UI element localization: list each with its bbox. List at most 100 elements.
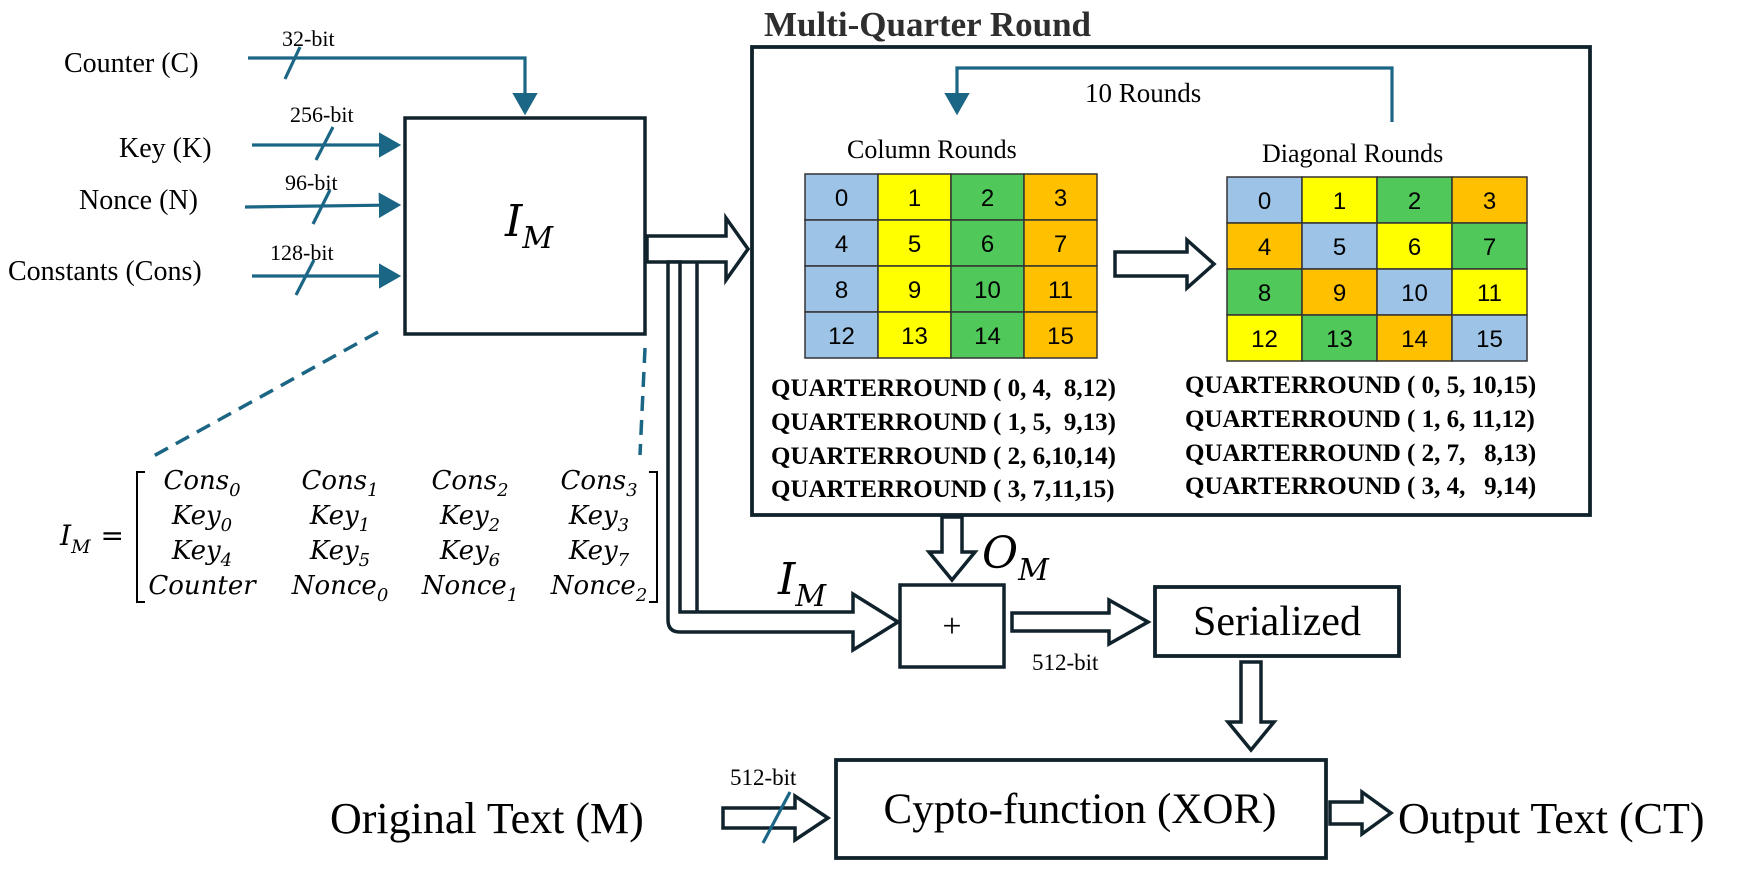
init-block-symbol: IM (504, 196, 554, 256)
diagonal-qr-1: QUARTERROUND ( 0, 5, 10,15) (1185, 372, 1536, 399)
adder-to-serialized-arrow (1010, 597, 1152, 647)
column-qr-4: QUARTERROUND ( 3, 7,11,15) (771, 476, 1115, 503)
matrix-entry-2-0: Key4 (171, 536, 232, 571)
matrix-entry-0-0: Cons0 (163, 466, 240, 501)
constants-bits: 128-bit (270, 240, 334, 265)
column-cell-label-11: 11 (1048, 277, 1073, 304)
column-quarterrounds: QUARTERROUND ( 0, 4, 8,12) QUARTERROUND … (771, 375, 1116, 503)
diagonal-cell-3 (1451, 176, 1528, 224)
diagonal-cell-0 (1226, 176, 1303, 224)
key-label: Key (K) (119, 133, 212, 164)
original-text-bits: 512-bit (730, 765, 797, 790)
diagonal-cell-label-15: 15 (1476, 326, 1503, 353)
diagonal-cell-label-7: 7 (1483, 234, 1496, 261)
matrix-left-bracket (136, 471, 145, 603)
column-cell-8 (804, 265, 879, 313)
key-bits: 256-bit (290, 102, 354, 127)
diagonal-qr-4: QUARTERROUND ( 3, 4, 9,14) (1185, 473, 1536, 500)
column-cell-label-1: 1 (908, 185, 921, 212)
column-cell-0 (804, 173, 879, 221)
matrix-entry-0-1: Cons1 (301, 466, 378, 501)
matrix-entry-3-0: Counter (148, 571, 257, 601)
diagonal-cell-label-14: 14 (1401, 326, 1428, 353)
column-cell-label-6: 6 (981, 231, 994, 258)
column-cell-label-2: 2 (981, 185, 994, 212)
column-cell-11 (1023, 265, 1098, 313)
diagonal-cell-15 (1451, 314, 1528, 362)
diagonal-cell-10 (1376, 268, 1453, 316)
diagonal-cell-label-12: 12 (1251, 326, 1278, 353)
diagonal-cell-label-9: 9 (1333, 280, 1346, 307)
nonce-bus-slash (311, 189, 332, 225)
constants-label: Constants (Cons) (8, 256, 202, 287)
column-cell-label-9: 9 (908, 277, 921, 304)
init-to-mqr-arrow (645, 212, 751, 286)
column-qr-3: QUARTERROUND ( 2, 6,10,14) (771, 443, 1116, 470)
diagonal-cell-label-10: 10 (1401, 280, 1428, 307)
rounds-loop-arrow (944, 66, 1394, 122)
column-cell-label-13: 13 (901, 323, 928, 350)
mqr-box (750, 45, 1592, 517)
output-matrix-label: OM (982, 528, 1050, 588)
diagonal-quarterrounds: QUARTERROUND ( 0, 5, 10,15) QUARTERROUND… (1185, 372, 1536, 500)
matrix-entry-2-1: Key5 (309, 536, 370, 571)
column-cell-label-3: 3 (1054, 185, 1067, 212)
column-cell-6 (950, 219, 1025, 267)
column-cell-label-0: 0 (835, 185, 848, 212)
input-constants: Constants (Cons) 128-bit (8, 240, 402, 296)
column-cell-4 (804, 219, 879, 267)
matrix-entry-1-3: Key3 (568, 501, 629, 536)
diagonal-cell-7 (1451, 222, 1528, 270)
original-text-label: Original Text (M) (330, 794, 644, 843)
diagonal-cell-label-0: 0 (1258, 188, 1271, 215)
matrix-entry-1-1: Key1 (309, 501, 370, 536)
column-cell-12 (804, 311, 879, 359)
crypto-function-label: Cypto-function (XOR) (884, 786, 1277, 833)
column-cell-7 (1023, 219, 1098, 267)
diagonal-cell-label-4: 4 (1258, 234, 1271, 261)
diagonal-cell-label-11: 11 (1477, 280, 1502, 307)
diagonal-cell-label-3: 3 (1483, 188, 1496, 215)
diagonal-cell-label-8: 8 (1258, 280, 1271, 307)
column-cell-3 (1023, 173, 1098, 221)
diagonal-cell-2 (1376, 176, 1453, 224)
counter-bus-slash (283, 46, 302, 80)
input-nonce: Nonce (N) 96-bit (79, 170, 402, 225)
column-qr-1: QUARTERROUND ( 0, 4, 8,12) (771, 375, 1116, 402)
adder-box (898, 583, 1006, 669)
nonce-label: Nonce (N) (79, 185, 198, 216)
column-cell-label-8: 8 (835, 277, 848, 304)
column-cell-label-5: 5 (908, 231, 921, 258)
diagonal-cell-label-13: 13 (1326, 326, 1353, 353)
column-cell-label-12: 12 (828, 323, 855, 350)
diagonal-cell-label-6: 6 (1408, 234, 1421, 261)
diagonal-cell-11 (1451, 268, 1528, 316)
mqr-to-adder-arrow (925, 515, 979, 583)
diagonal-cell-label-1: 1 (1333, 188, 1346, 215)
output-text-label: Output Text (CT) (1398, 794, 1705, 843)
matrix-entry-2-3: Key7 (568, 536, 630, 571)
expansion-dash-right (638, 347, 647, 456)
diagonal-rounds-title: Diagonal Rounds (1262, 139, 1443, 168)
crypto-to-output-arrow (1328, 788, 1394, 838)
matrix-entry-1-2: Key2 (439, 501, 500, 536)
feedforward-label: IM (777, 554, 827, 614)
key-bus-slash (314, 126, 335, 161)
diagonal-cell-label-5: 5 (1333, 234, 1346, 261)
matrix-entry-3-3: Nonce2 (550, 571, 648, 606)
diagonal-cell-8 (1226, 268, 1303, 316)
matrix-entry-0-2: Cons2 (431, 466, 508, 501)
matrix-entry-1-0: Key0 (171, 501, 232, 536)
diagonal-cell-label-2: 2 (1408, 188, 1421, 215)
column-cell-2 (950, 173, 1025, 221)
diagonal-cell-1 (1301, 176, 1378, 224)
rounds-loop-label: 10 Rounds (1085, 78, 1201, 108)
constants-bus-slash (294, 259, 316, 296)
column-cell-label-15: 15 (1047, 323, 1074, 350)
init-matrix-block (403, 116, 647, 336)
input-key: Key (K) 256-bit (119, 102, 402, 164)
